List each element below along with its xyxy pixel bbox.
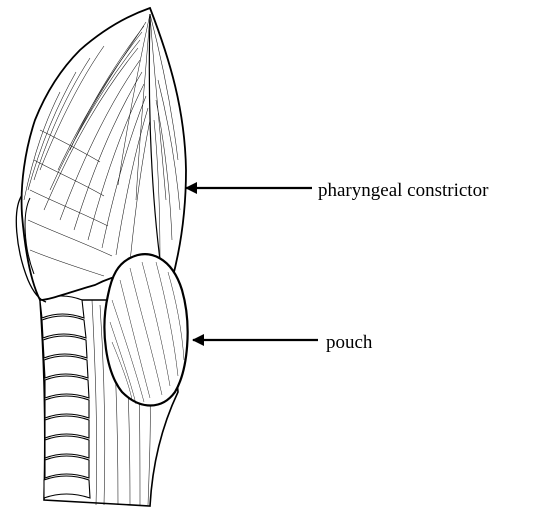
pharyngeal-constrictor-label: pharyngeal constrictor [318, 181, 488, 200]
pouch-label: pouch [326, 333, 372, 352]
pouch-diverticulum [104, 254, 187, 405]
